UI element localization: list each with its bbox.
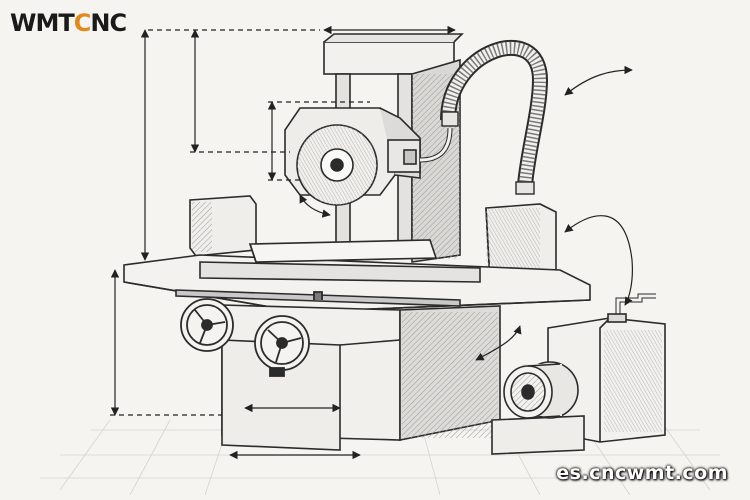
- brand-logo: WMTCNC: [10, 6, 127, 40]
- coolant-hose: [419, 39, 549, 195]
- handwheels: [180, 291, 323, 377]
- logo-text: WMTCNC: [10, 9, 127, 37]
- dimension-lines: [110, 25, 633, 460]
- coolant-tank: [547, 293, 666, 443]
- left-block: [189, 195, 257, 257]
- website-watermark: es.cncwmt.com: [556, 462, 728, 484]
- machine-base: [221, 304, 501, 451]
- motor: [491, 361, 585, 455]
- work-table: [123, 239, 591, 313]
- wheel-head: [284, 107, 421, 206]
